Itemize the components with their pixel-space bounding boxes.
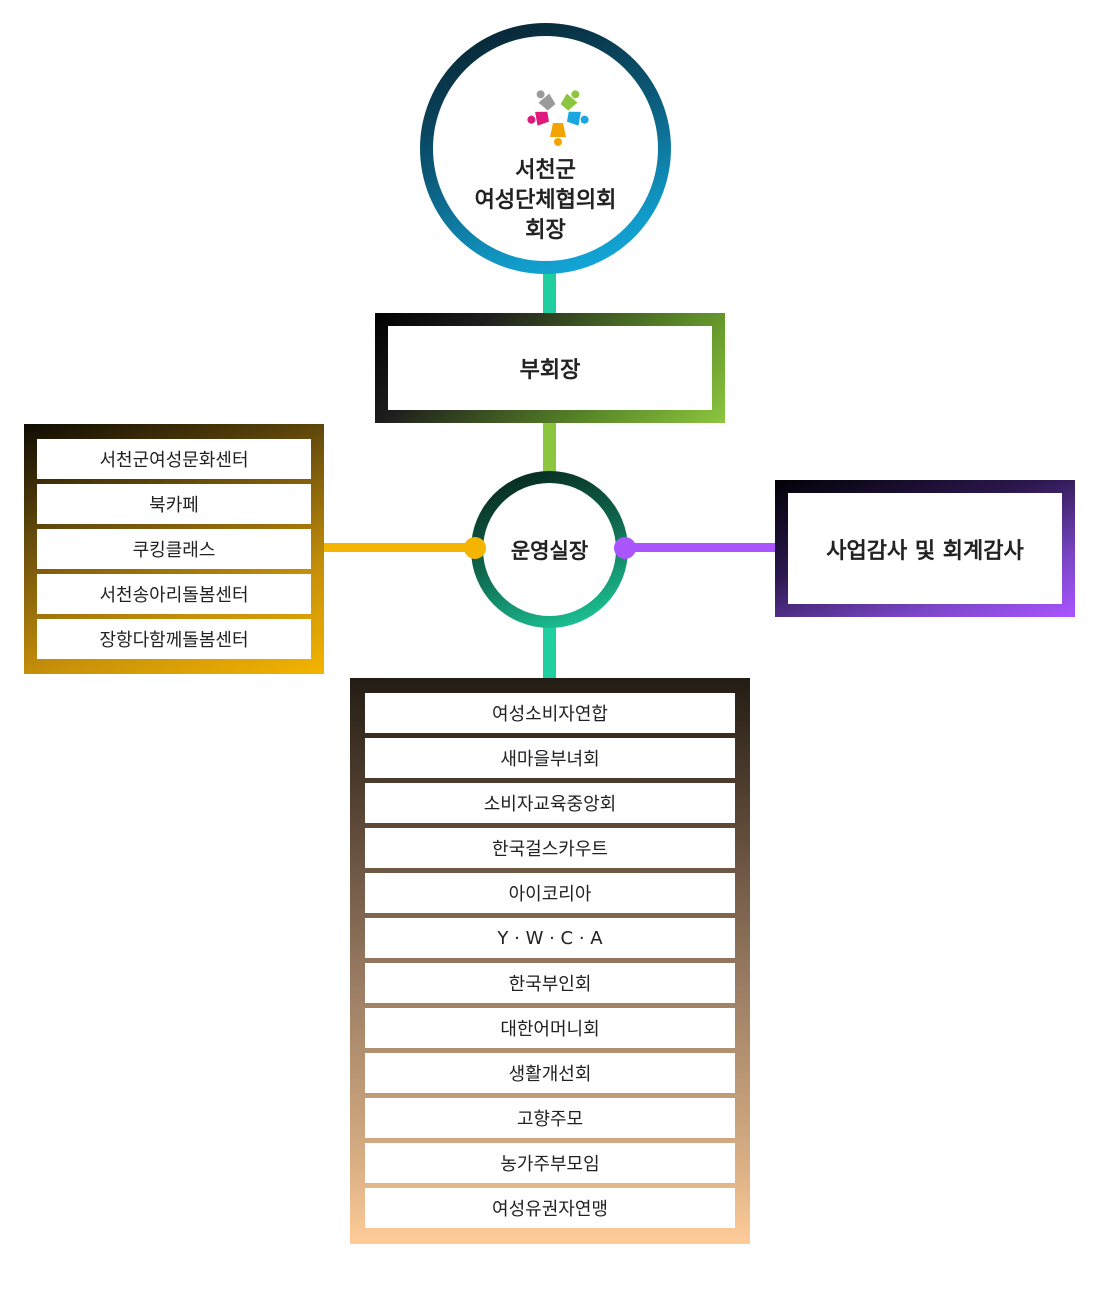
list-item: 장항다함께돌봄센터 [37, 619, 311, 659]
facilities-list: 서천군여성문화센터 북카페 쿠킹클래스 서천송아리돌봄센터 장항다함께돌봄센터 [37, 439, 311, 659]
connector-president-vp [543, 270, 556, 316]
women-figures-logo-icon [527, 90, 589, 146]
list-item: 대한어머니회 [365, 1008, 735, 1048]
list-item: 새마을부녀회 [365, 738, 735, 778]
operations-label: 운영실장 [483, 483, 616, 616]
vice-president-label: 부회장 [388, 326, 712, 410]
connector-operations-audit [626, 543, 778, 552]
president-node-inner: 서천군 여성단체협의회 회장 [433, 36, 658, 261]
facilities-group: 서천군여성문화센터 북카페 쿠킹클래스 서천송아리돌봄센터 장항다함께돌봄센터 [24, 424, 324, 674]
list-item: 한국부인회 [365, 963, 735, 1003]
list-item: 서천군여성문화센터 [37, 439, 311, 479]
vice-president-node: 부회장 [375, 313, 725, 423]
list-item: 여성유권자연맹 [365, 1188, 735, 1228]
operations-node: 운영실장 [471, 471, 628, 628]
list-item: 아이코리아 [365, 873, 735, 913]
president-title: 서천군 여성단체협의회 회장 [433, 156, 658, 246]
list-item: 소비자교육중앙회 [365, 783, 735, 823]
connector-operations-members [543, 624, 556, 680]
president-node: 서천군 여성단체협의회 회장 [420, 23, 671, 274]
list-item: 여성소비자연합 [365, 693, 735, 733]
president-line-2: 여성단체협의회 [474, 188, 617, 213]
connector-dot-right [614, 537, 636, 559]
connector-operations-left [322, 543, 474, 552]
audit-label: 사업감사 및 회계감사 [788, 493, 1062, 604]
member-orgs-group: 여성소비자연합 새마을부녀회 소비자교육중앙회 한국걸스카우트 아이코리아 Y … [350, 678, 750, 1244]
connector-vp-operations [543, 421, 556, 473]
list-item: 쿠킹클래스 [37, 529, 311, 569]
list-item: 농가주부모임 [365, 1143, 735, 1183]
list-item: 생활개선회 [365, 1053, 735, 1093]
president-line-1: 서천군 [515, 158, 576, 183]
list-item: 한국걸스카우트 [365, 828, 735, 868]
list-item: 서천송아리돌봄센터 [37, 574, 311, 614]
member-orgs-list: 여성소비자연합 새마을부녀회 소비자교육중앙회 한국걸스카우트 아이코리아 Y … [365, 693, 735, 1228]
list-item: 고향주모 [365, 1098, 735, 1138]
audit-node: 사업감사 및 회계감사 [775, 480, 1075, 617]
list-item: 북카페 [37, 484, 311, 524]
list-item: Y · W · C · A [365, 918, 735, 958]
connector-dot-left [464, 537, 486, 559]
president-line-3: 회장 [525, 218, 566, 243]
